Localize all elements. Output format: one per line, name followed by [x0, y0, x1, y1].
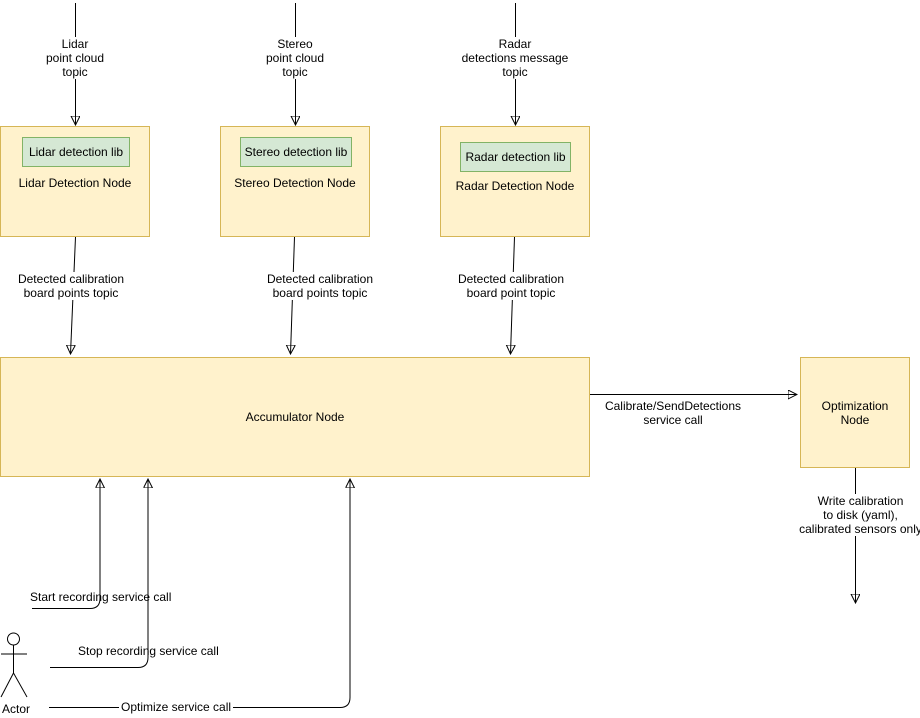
radar-output-label: Detected calibration board point topic	[446, 272, 576, 300]
optimize-label: Optimize service call	[119, 700, 234, 714]
lidar-output-label: Detected calibration board points topic	[6, 272, 136, 300]
actor-figure	[0, 632, 28, 698]
actor-label: Actor	[1, 702, 30, 716]
stop-recording-connector	[50, 479, 148, 668]
stereo-output-label: Detected calibration board points topic	[255, 272, 385, 300]
radar-topic-label: Radar detections message topic	[450, 37, 580, 79]
optimization-node-box: Optimization Node	[800, 357, 910, 468]
stop-recording-label: Stop recording service call	[78, 644, 219, 658]
lidar-detection-lib-box: Lidar detection lib	[22, 137, 130, 167]
stereo-node-label: Stereo Detection Node	[234, 176, 356, 190]
actor-left-leg	[0, 672, 14, 698]
actor-head	[7, 632, 20, 646]
stereo-topic-label: Stereo point cloud topic	[235, 37, 355, 79]
start-recording-label: Start recording service call	[30, 590, 172, 604]
radar-detection-lib-box: Radar detection lib	[460, 142, 571, 172]
lidar-topic-label: Lidar point cloud topic	[15, 37, 135, 79]
calibrate-service-label: Calibrate/SendDetections service call	[593, 399, 753, 427]
lidar-node-label: Lidar Detection Node	[18, 176, 132, 190]
stereo-detection-lib-box: Stereo detection lib	[240, 137, 352, 167]
actor-right-leg	[13, 672, 28, 698]
accumulator-node-box: Accumulator Node	[0, 357, 590, 477]
write-calibration-label: Write calibration to disk (yaml), calibr…	[788, 494, 920, 536]
radar-node-label: Radar Detection Node	[455, 179, 575, 193]
